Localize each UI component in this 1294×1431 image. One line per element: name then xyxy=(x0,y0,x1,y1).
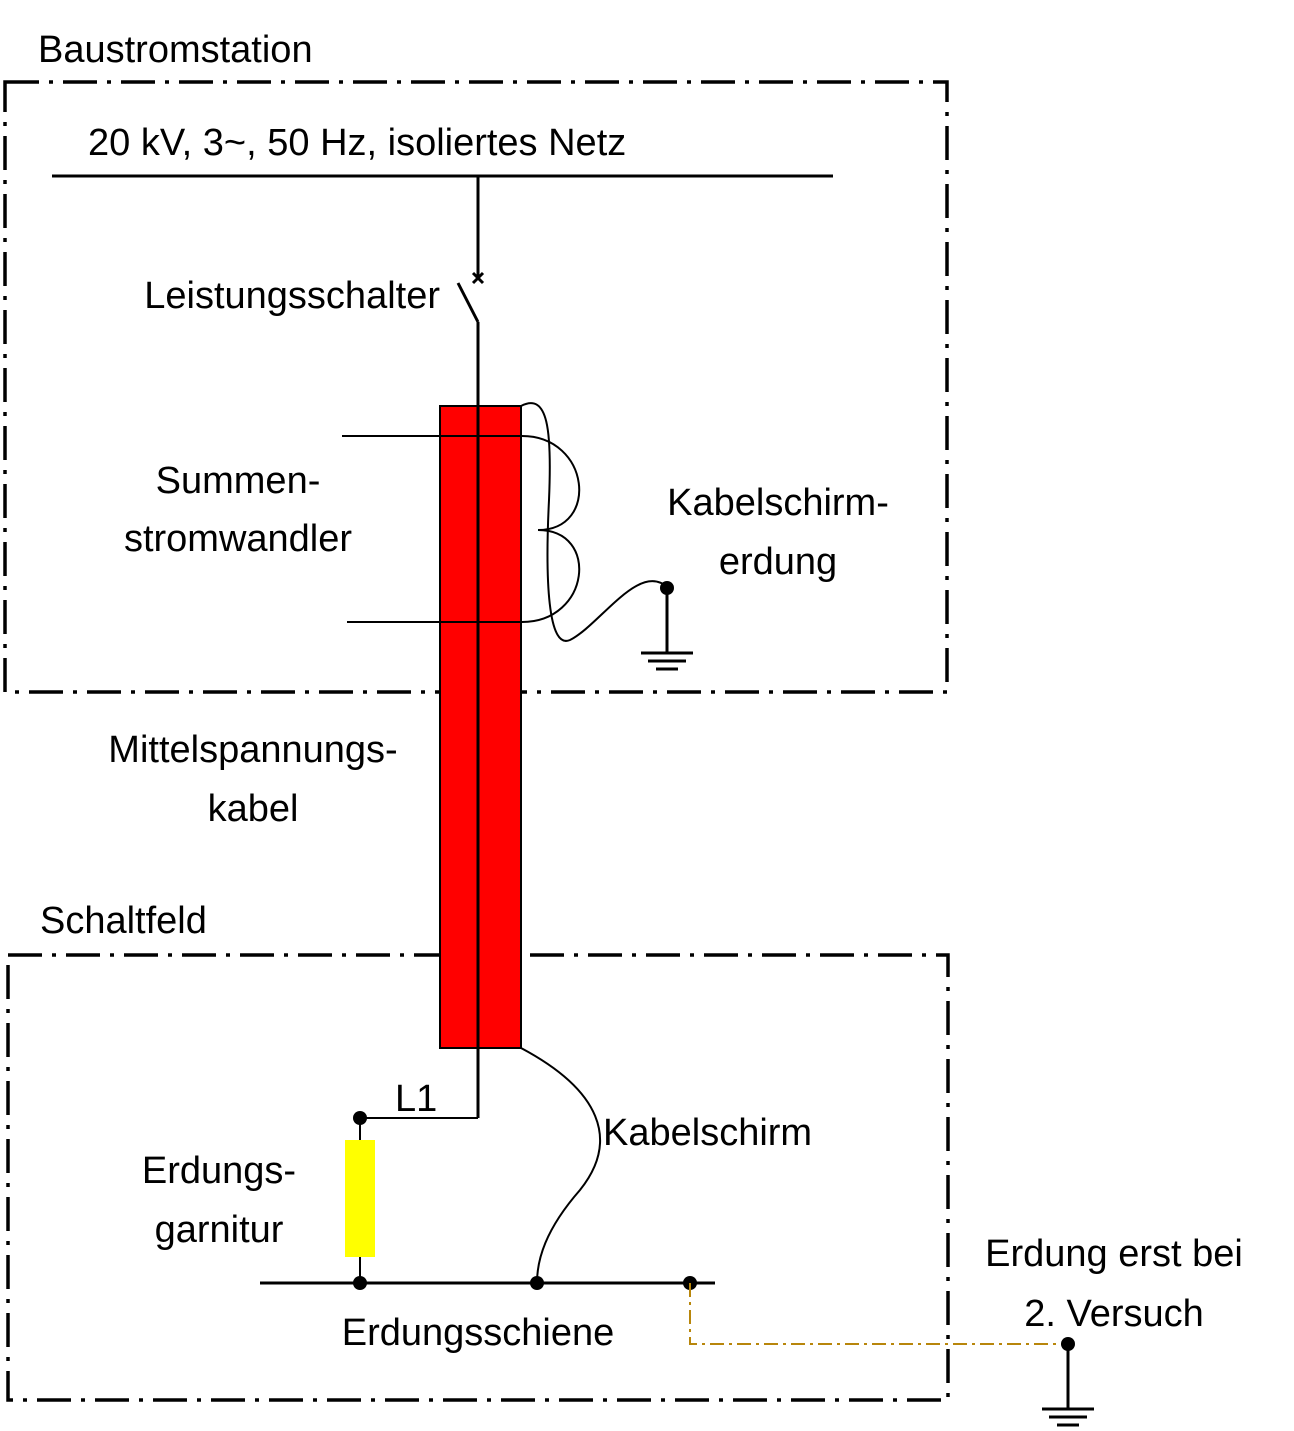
kabelschirm-wire xyxy=(520,1047,602,1284)
mittelspannungskabel-label-2: kabel xyxy=(208,788,299,830)
circuit-breaker-symbol xyxy=(456,271,485,405)
l1-label: L1 xyxy=(395,1078,437,1120)
summation-current-transformer xyxy=(342,435,581,623)
summenstromwandler-label-1: Summen- xyxy=(156,460,321,502)
ground-symbol-outside xyxy=(1042,1344,1094,1427)
erdungsgarnitur-bar xyxy=(345,1140,375,1257)
erdungsgarnitur-label-1: Erdungs- xyxy=(142,1150,296,1192)
erdungsschiene-point-garnitur xyxy=(353,1276,367,1290)
kabelschirm-ground-wire xyxy=(520,402,669,642)
baustromstation-label: Baustromstation xyxy=(38,29,313,71)
erdung-versuch-label-1: Erdung erst bei xyxy=(985,1233,1243,1275)
erdungsschiene-label: Erdungsschiene xyxy=(342,1312,615,1354)
summenstromwandler-label-2: stromwandler xyxy=(124,518,352,560)
ground-symbol-station xyxy=(641,588,693,671)
medium-voltage-cable xyxy=(439,405,522,1049)
leistungsschalter-label: Leistungsschalter xyxy=(144,275,440,317)
mittelspannungskabel-label-1: Mittelspannungs- xyxy=(108,729,397,771)
erdungsschiene-point-schirm xyxy=(530,1276,544,1290)
baustromstation-boundary xyxy=(3,80,949,694)
kabelschirm-label: Kabelschirm xyxy=(603,1112,812,1154)
kabelschirmerdung-label-2: erdung xyxy=(719,541,837,583)
second-attempt-ground-line xyxy=(689,1283,1068,1345)
kabelschirmerdung-label-1: Kabelschirm- xyxy=(667,482,889,524)
erdungsgarnitur-label-2: garnitur xyxy=(155,1209,284,1251)
erdung-versuch-label-2: 2. Versuch xyxy=(1024,1293,1204,1335)
netz-label: 20 kV, 3~, 50 Hz, isoliertes Netz xyxy=(88,122,626,164)
schaltfeld-label: Schaltfeld xyxy=(40,900,207,942)
